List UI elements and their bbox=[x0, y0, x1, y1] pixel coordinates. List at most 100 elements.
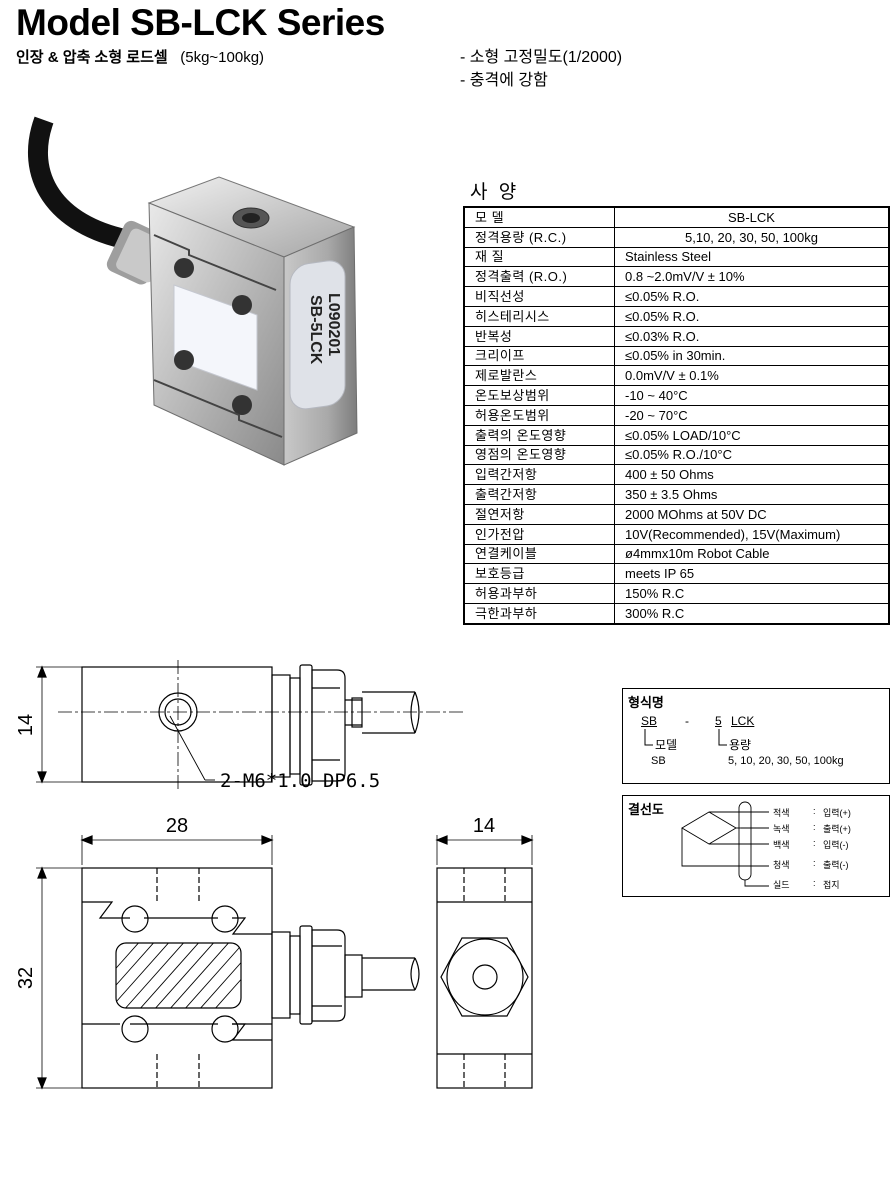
spec-value: 400 ± 50 Ohms bbox=[614, 464, 890, 486]
model-code-title: 형식명 bbox=[628, 695, 664, 710]
spec-row: 온도보상범위-10 ~ 40°C bbox=[463, 385, 890, 406]
spec-value: ≤0.05% R.O. bbox=[614, 305, 890, 327]
top-view bbox=[36, 660, 465, 790]
model-code-value2: 5, 10, 20, 30, 50, 100kg bbox=[728, 755, 844, 767]
wire-sep: : bbox=[813, 838, 816, 848]
model-code-dash: - bbox=[685, 714, 689, 728]
wire-func: 출력(-) bbox=[823, 860, 849, 870]
spec-key: 출력의 온도영향 bbox=[463, 424, 615, 446]
spec-row: 크리이프≤0.05% in 30min. bbox=[463, 345, 890, 367]
wire-sep: : bbox=[813, 858, 816, 868]
spec-key: 모 델 bbox=[463, 206, 615, 228]
side-view bbox=[435, 835, 534, 1089]
spec-row: 허용온도범위-20 ~ 70°C bbox=[463, 404, 890, 426]
spec-key: 정격출력 (R.O.) bbox=[463, 266, 615, 288]
photo-label-line2: L090201 bbox=[325, 293, 342, 356]
spec-key: 출력간저항 bbox=[463, 484, 615, 505]
spec-value: 5,10, 20, 30, 50, 100kg bbox=[614, 226, 890, 248]
spec-row: 정격용량 (R.C.)5,10, 20, 30, 50, 100kg bbox=[463, 226, 890, 248]
model-code-part1: SB bbox=[641, 714, 658, 728]
wire-sep: : bbox=[813, 806, 816, 816]
photo-label-line1: SB-5LCK bbox=[307, 295, 324, 365]
spec-row: 출력의 온도영향≤0.05% LOAD/10°C bbox=[463, 424, 890, 446]
page-title: Model SB-LCK Series bbox=[16, 2, 385, 43]
wire-color: 백색 bbox=[773, 840, 790, 850]
spec-key: 허용과부하 bbox=[463, 583, 615, 604]
spec-row: 정격출력 (R.O.)0.8 ~2.0mV/V ± 10% bbox=[463, 266, 890, 288]
spec-key: 온도보상범위 bbox=[463, 385, 615, 406]
model-code-box: 형식명 SB - 5 LCK 모델 용량 SB 5, 10, 20, 30, 5… bbox=[622, 688, 890, 784]
dim-top-height: 14 bbox=[15, 714, 37, 736]
spec-value: SB-LCK bbox=[614, 206, 890, 228]
spec-key: 극한과부하 bbox=[463, 602, 615, 625]
wire-sep: : bbox=[813, 822, 816, 832]
feature-item: - 소형 고정밀도(1/2000) bbox=[460, 49, 623, 66]
spec-value: -20 ~ 70°C bbox=[614, 404, 890, 426]
spec-key: 정격용량 (R.C.) bbox=[463, 226, 615, 248]
wiring-title: 결선도 bbox=[628, 802, 664, 817]
thread-note: 2-M6*1.0 DP6.5 bbox=[220, 770, 380, 792]
model-code-label2: 용량 bbox=[729, 738, 752, 752]
dim-height: 32 bbox=[15, 967, 37, 989]
front-view bbox=[36, 835, 420, 1090]
wiring-box: 결선도 적색: 입력(+) 녹색: 출력(+) 백색: 입력(-) 청색: 출력(-) 실드: 접… bbox=[622, 795, 890, 897]
spec-key: 재 질 bbox=[463, 246, 615, 268]
spec-key: 크리이프 bbox=[463, 345, 615, 367]
feature-list: - 소형 고정밀도(1/2000) - 충격에 강함 bbox=[460, 46, 622, 92]
spec-heading: 사 양 bbox=[470, 182, 520, 203]
model-code-part2: 5 bbox=[715, 714, 722, 728]
spec-value: 0.0mV/V ± 0.1% bbox=[614, 365, 890, 387]
wire-color: 녹색 bbox=[773, 824, 790, 834]
wire-func: 입력(-) bbox=[823, 840, 849, 850]
spec-value: 2000 MOhms at 50V DC bbox=[614, 503, 890, 525]
spec-key: 제로발란스 bbox=[463, 365, 615, 387]
spec-value: meets IP 65 bbox=[614, 563, 890, 585]
spec-key: 영점의 온도영향 bbox=[463, 444, 615, 466]
wire-func: 접지 bbox=[823, 880, 840, 890]
spec-value: -10 ~ 40°C bbox=[614, 385, 890, 406]
spec-key: 히스테리시스 bbox=[463, 305, 615, 327]
spec-value: 350 ± 3.5 Ohms bbox=[614, 484, 890, 505]
spec-value: 300% R.C bbox=[614, 602, 890, 625]
cable bbox=[27, 116, 132, 250]
spec-key: 허용온도범위 bbox=[463, 404, 615, 426]
wiring-diagram bbox=[681, 801, 769, 887]
feature-item: - 충격에 강함 bbox=[460, 72, 548, 89]
wire-func: 입력(+) bbox=[823, 808, 851, 818]
spec-row: 영점의 온도영향≤0.05% R.O./10°C bbox=[463, 444, 890, 466]
spec-value: ≤0.05% R.O./10°C bbox=[614, 444, 890, 466]
wire-color: 청색 bbox=[773, 860, 790, 870]
product-photo: SB-5LCK L090201 bbox=[27, 116, 358, 466]
spec-key: 인가전압 bbox=[463, 523, 615, 545]
spec-value: ≤0.05% in 30min. bbox=[614, 345, 890, 367]
subtitle: 인장 & 압축 소형 로드셀 (5kg~100kg) bbox=[16, 46, 264, 67]
spec-key: 연결케이블 bbox=[463, 543, 615, 565]
spec-value: Stainless Steel bbox=[614, 246, 890, 268]
model-code-label1: 모델 bbox=[655, 738, 678, 752]
wire-color: 실드 bbox=[773, 880, 790, 890]
spec-value: ≤0.05% LOAD/10°C bbox=[614, 424, 890, 446]
wire-color: 적색 bbox=[773, 808, 790, 818]
dimension-drawing: 14 2-M6*1.0 DP6.5 bbox=[15, 660, 534, 1090]
spec-row: 반복성≤0.03% R.O. bbox=[463, 325, 890, 347]
spec-value: ≤0.03% R.O. bbox=[614, 325, 890, 347]
spec-row: 비직선성≤0.05% R.O. bbox=[463, 286, 890, 307]
model-code-brackets bbox=[644, 729, 727, 746]
spec-value: 10V(Recommended), 15V(Maximum) bbox=[614, 523, 890, 545]
spec-value: ø4mmx10m Robot Cable bbox=[614, 543, 890, 565]
wire-func: 출력(+) bbox=[823, 824, 851, 834]
wire-sep: : bbox=[813, 878, 816, 888]
dim-side-width: 14 bbox=[473, 815, 495, 837]
